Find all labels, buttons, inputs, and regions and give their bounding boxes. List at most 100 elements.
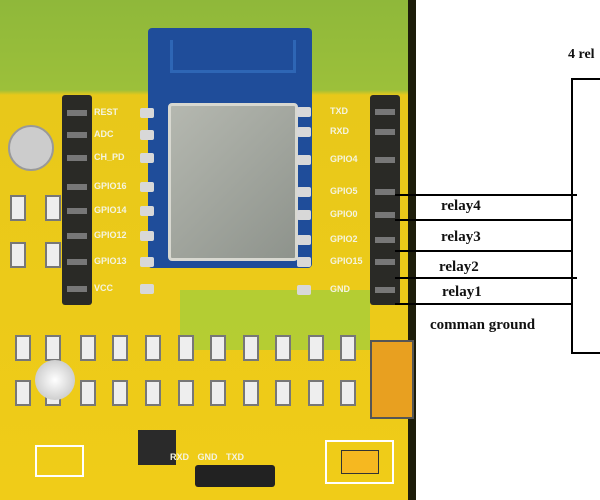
right-pin-label: GPIO4 bbox=[330, 154, 358, 164]
header-pin bbox=[375, 189, 395, 195]
label-common-ground: comman ground bbox=[430, 317, 536, 333]
header-pin bbox=[67, 110, 87, 116]
smd-component bbox=[178, 380, 194, 406]
module-pad bbox=[140, 182, 154, 192]
label-relay1: relay1 bbox=[442, 284, 482, 300]
header-pin bbox=[375, 157, 395, 163]
smd-component bbox=[112, 335, 128, 361]
header-pin bbox=[67, 132, 87, 138]
left-pin-label: GPIO14 bbox=[94, 205, 127, 215]
module-pad bbox=[297, 210, 311, 220]
left-pin-label: CH_PD bbox=[94, 152, 125, 162]
module-pad bbox=[297, 155, 311, 165]
header-pin bbox=[67, 233, 87, 239]
right-pin-label: TXD bbox=[330, 106, 348, 116]
label-rxd: RXD bbox=[170, 452, 190, 462]
left-pin-label: ADC bbox=[94, 129, 114, 139]
right-pin-label: RXD bbox=[330, 126, 350, 136]
header-pin bbox=[67, 259, 87, 265]
relay-module-box bbox=[571, 78, 600, 354]
right-pin-label: GPIO15 bbox=[330, 256, 363, 266]
wire-relay1 bbox=[395, 277, 577, 279]
smd-component bbox=[275, 335, 291, 361]
header-pin bbox=[67, 155, 87, 161]
smd-component bbox=[308, 335, 324, 361]
wire-relay4 bbox=[395, 194, 577, 196]
header-pin bbox=[375, 259, 395, 265]
relay-module-title: 4 rel bbox=[568, 47, 595, 62]
header-pin bbox=[375, 237, 395, 243]
smd-component bbox=[243, 335, 259, 361]
module-pad bbox=[297, 187, 311, 197]
smd-component bbox=[340, 335, 356, 361]
wire-relay3 bbox=[395, 219, 572, 221]
module-pad bbox=[140, 206, 154, 216]
left-pin-label: GPIO13 bbox=[94, 256, 127, 266]
smd-component bbox=[340, 380, 356, 406]
left-pin-header bbox=[62, 95, 92, 305]
capacitor-outline bbox=[325, 440, 394, 484]
right-pin-header bbox=[370, 95, 400, 305]
smd-component bbox=[45, 335, 61, 361]
module-pad bbox=[297, 285, 311, 295]
left-pin-label: GPIO16 bbox=[94, 181, 127, 191]
label-gnd: GND bbox=[197, 452, 218, 462]
module-pad bbox=[297, 127, 311, 137]
left-pin-label: REST bbox=[94, 107, 119, 117]
left-pin-label: VCC bbox=[94, 283, 114, 293]
right-pin-label: GPIO2 bbox=[330, 234, 358, 244]
header-pin bbox=[67, 184, 87, 190]
smd-component bbox=[45, 242, 61, 268]
header-pin bbox=[375, 109, 395, 115]
smd-component bbox=[15, 380, 31, 406]
header-pin bbox=[67, 286, 87, 292]
smd-component bbox=[145, 380, 161, 406]
module-pad bbox=[140, 231, 154, 241]
module-pad bbox=[140, 257, 154, 267]
module-pad bbox=[297, 107, 311, 117]
right-pin-label: GPIO0 bbox=[330, 209, 358, 219]
voltage-regulator bbox=[138, 430, 176, 465]
smd-component bbox=[308, 380, 324, 406]
header-pin bbox=[375, 129, 395, 135]
smd-component bbox=[80, 335, 96, 361]
smd-component bbox=[145, 335, 161, 361]
led bbox=[35, 360, 75, 400]
smd-component bbox=[243, 380, 259, 406]
wire-ground bbox=[395, 303, 572, 305]
header-pin bbox=[375, 287, 395, 293]
label-relay2: relay2 bbox=[439, 259, 479, 275]
jumper-pads bbox=[35, 445, 84, 477]
shield-can bbox=[168, 103, 298, 261]
smd-component bbox=[210, 335, 226, 361]
smd-component bbox=[178, 335, 194, 361]
label-relay4: relay4 bbox=[441, 198, 481, 214]
module-pad bbox=[140, 130, 154, 140]
right-pin-label: GPIO5 bbox=[330, 186, 358, 196]
smd-component bbox=[15, 335, 31, 361]
smd-component bbox=[10, 242, 26, 268]
label-txd: TXD bbox=[226, 452, 245, 462]
smd-component bbox=[210, 380, 226, 406]
wire-relay2 bbox=[395, 250, 572, 252]
module-pad bbox=[140, 284, 154, 294]
right-pin-label: GND bbox=[330, 284, 350, 294]
photoresistor bbox=[8, 125, 54, 171]
smd-component bbox=[45, 195, 61, 221]
serial-header bbox=[195, 465, 275, 487]
smd-component bbox=[80, 380, 96, 406]
smd-component bbox=[10, 195, 26, 221]
module-pad bbox=[140, 153, 154, 163]
module-pad bbox=[140, 108, 154, 118]
jumper-switch bbox=[370, 340, 414, 419]
label-relay3: relay3 bbox=[441, 229, 481, 245]
antenna-trace bbox=[170, 40, 296, 73]
header-pin bbox=[375, 212, 395, 218]
header-pin bbox=[67, 208, 87, 214]
left-pin-label: GPIO12 bbox=[94, 230, 127, 240]
module-pad bbox=[297, 235, 311, 245]
smd-component bbox=[275, 380, 291, 406]
smd-component bbox=[112, 380, 128, 406]
serial-labels: RXD GND TXD bbox=[170, 452, 244, 462]
module-pad bbox=[297, 257, 311, 267]
